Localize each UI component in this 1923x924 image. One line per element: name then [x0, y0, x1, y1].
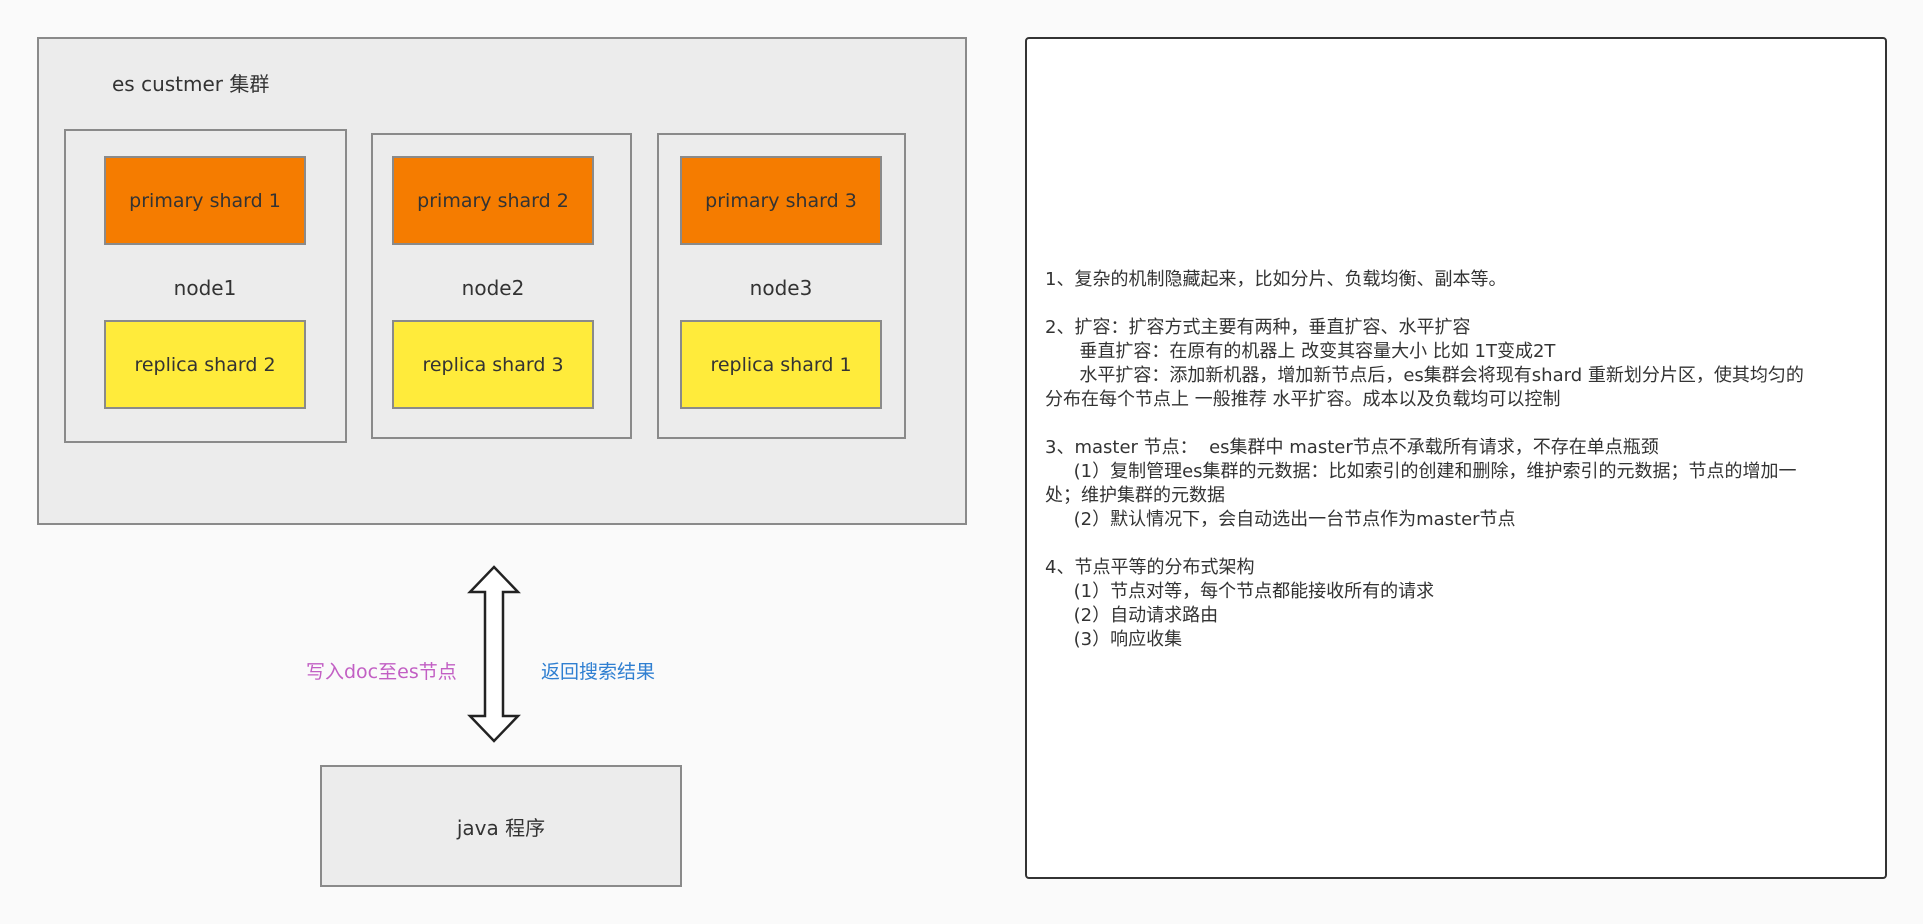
java-program-box: java 程序	[320, 765, 682, 887]
bidirectional-arrow-icon	[467, 565, 521, 743]
notes-line: 2、扩容：扩容方式主要有两种，垂直扩容、水平扩容	[1045, 317, 1471, 338]
notes-line: (2）自动请求路由	[1045, 605, 1219, 626]
replica-shard-1: replica shard 1	[680, 320, 882, 409]
replica-shard-3: replica shard 3	[392, 320, 594, 409]
write-doc-label: 写入doc至es节点	[306, 661, 457, 683]
notes-line	[1045, 412, 1877, 436]
node-label-2: node2	[461, 276, 525, 300]
replica-shard-2: replica shard 2	[104, 320, 306, 409]
primary-shard-3: primary shard 3	[680, 156, 882, 245]
notes-line	[1045, 292, 1877, 316]
notes-line: 垂直扩容：在原有的机器上 改变其容量大小 比如 1T变成2T	[1045, 341, 1556, 362]
notes-text: 1、复杂的机制隐藏起来，比如分片、负载均衡、副本等。 2、扩容：扩容方式主要有两种…	[1045, 268, 1877, 652]
return-results-label: 返回搜索结果	[541, 661, 656, 683]
primary-shard-2: primary shard 2	[392, 156, 594, 245]
notes-line: 分布在每个节点上 一般推荐 水平扩容。成本以及负载均可以控制	[1045, 389, 1561, 410]
primary-shard-1: primary shard 1	[104, 156, 306, 245]
notes-line: 处；维护集群的元数据	[1045, 485, 1225, 506]
notes-line: (1）复制管理es集群的元数据：比如索引的创建和删除，维护索引的元数据；节点的增…	[1045, 461, 1797, 482]
notes-panel	[1025, 37, 1887, 879]
notes-line: (3）响应收集	[1045, 629, 1183, 650]
notes-line: 4、节点平等的分布式架构	[1045, 557, 1255, 578]
notes-line: (2）默认情况下，会自动选出一台节点作为master节点	[1045, 509, 1516, 530]
cluster-title: es custmer 集群	[112, 72, 270, 96]
notes-line: 水平扩容：添加新机器，增加新节点后，es集群会将现有shard 重新划分片区，使…	[1045, 365, 1804, 386]
notes-line	[1045, 532, 1877, 556]
node-label-3: node3	[749, 276, 813, 300]
notes-line: 3、master 节点： es集群中 master节点不承载所有请求，不存在单点…	[1045, 437, 1659, 458]
notes-line: (1）节点对等，每个节点都能接收所有的请求	[1045, 581, 1435, 602]
node-label-1: node1	[173, 276, 237, 300]
notes-line: 1、复杂的机制隐藏起来，比如分片、负载均衡、副本等。	[1045, 269, 1507, 290]
